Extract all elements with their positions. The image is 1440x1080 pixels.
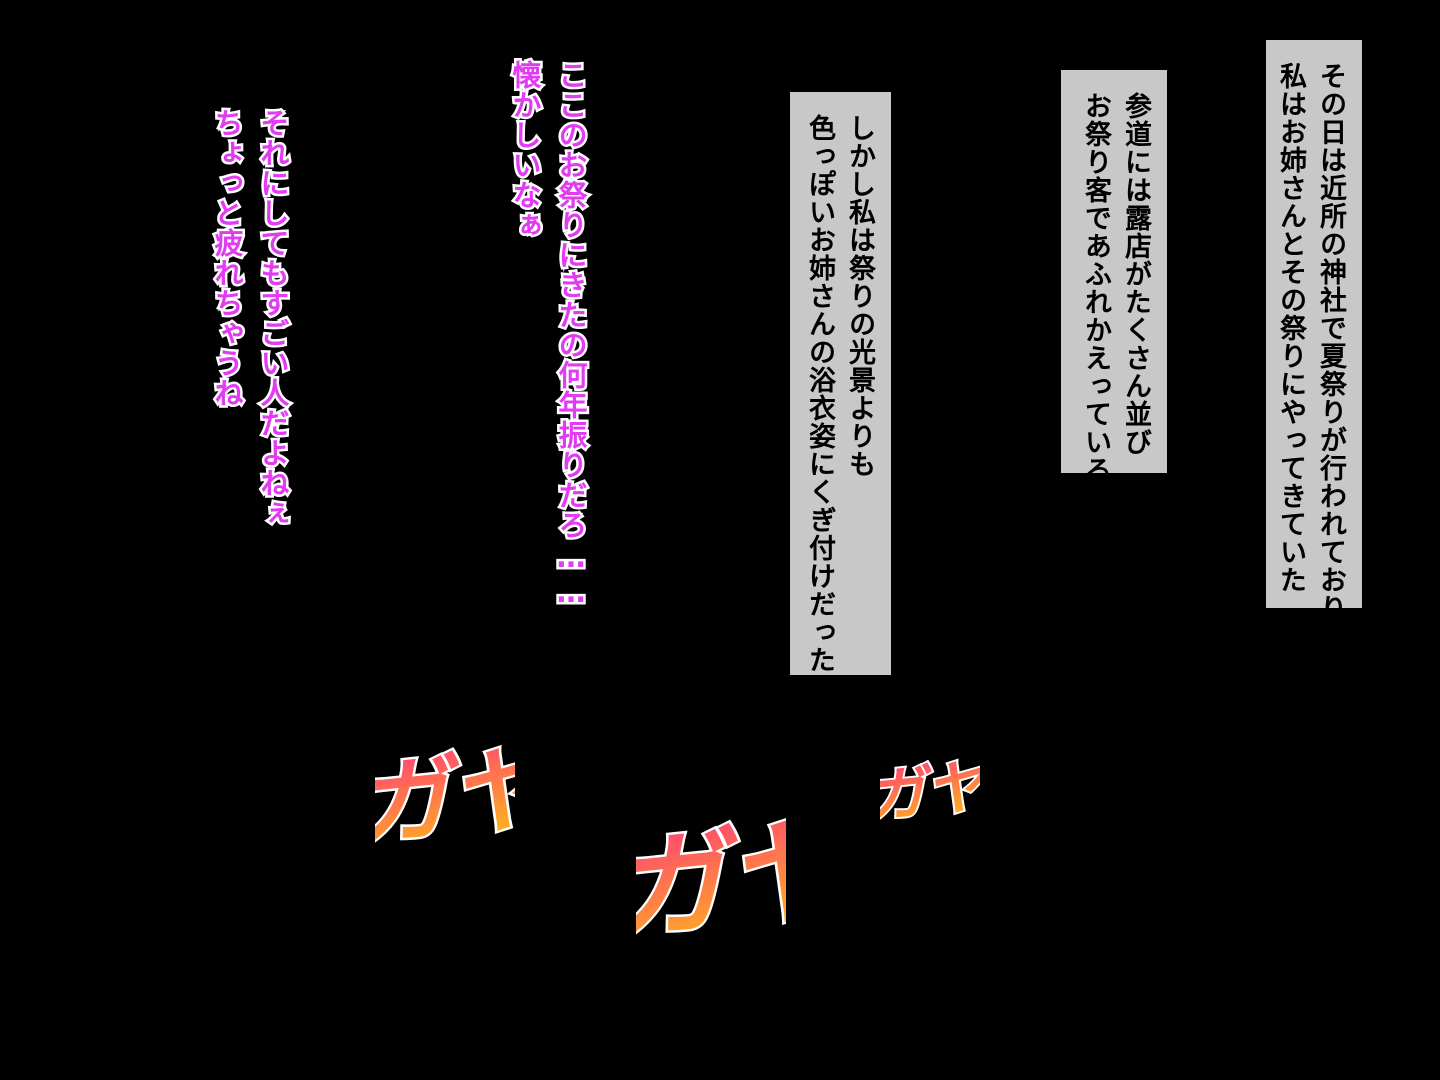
narration-line: 参道には露店がたくさん並び — [1120, 92, 1151, 456]
narration-line: 私はお姉さんとその祭りにやってきていた — [1275, 62, 1306, 594]
narration-line: 色っぽいお姉さんの浴衣姿にくぎ付けだった… — [804, 114, 835, 706]
narration-box: しかし私は祭りの光景よりも 色っぽいお姉さんの浴衣姿にくぎ付けだった… — [790, 92, 891, 706]
narration-box: その日は近所の神社で夏祭りが行われており 私はお姉さんとその祭りにやってきていた — [1266, 40, 1362, 622]
sound-effect-text: ガヤ — [636, 800, 786, 961]
narration-box: 参道には露店がたくさん並び お祭り客であふれかえっている — [1061, 70, 1167, 484]
narration-line: その日は近所の神社で夏祭りが行われており — [1315, 62, 1346, 622]
sound-effect: ガヤ — [880, 749, 980, 835]
dialogue-line: それにしてもすごい人だよねぇ — [254, 106, 293, 531]
dialogue-text: ここのお祭りにきたの何年振りだろ…… 懐かしいなぁ — [502, 58, 594, 613]
sound-effect: ガヤ — [636, 798, 786, 964]
dialogue-text: それにしてもすごい人だよねぇ ちょっと疲れちゃうね — [204, 106, 296, 531]
sound-effect-text: ガヤ — [880, 751, 980, 833]
narration-line: お祭り客であふれかえっている — [1080, 92, 1111, 484]
sound-effect: ガヤ — [375, 729, 515, 865]
narration-line: しかし私は祭りの光景よりも — [844, 114, 875, 478]
dialogue-line: 懐かしいなぁ — [506, 58, 545, 243]
sound-effect-text: ガヤ — [375, 731, 515, 862]
dialogue-line: ここのお祭りにきたの何年振りだろ…… — [552, 58, 591, 613]
dialogue-line: ちょっと疲れちゃうね — [208, 106, 247, 411]
